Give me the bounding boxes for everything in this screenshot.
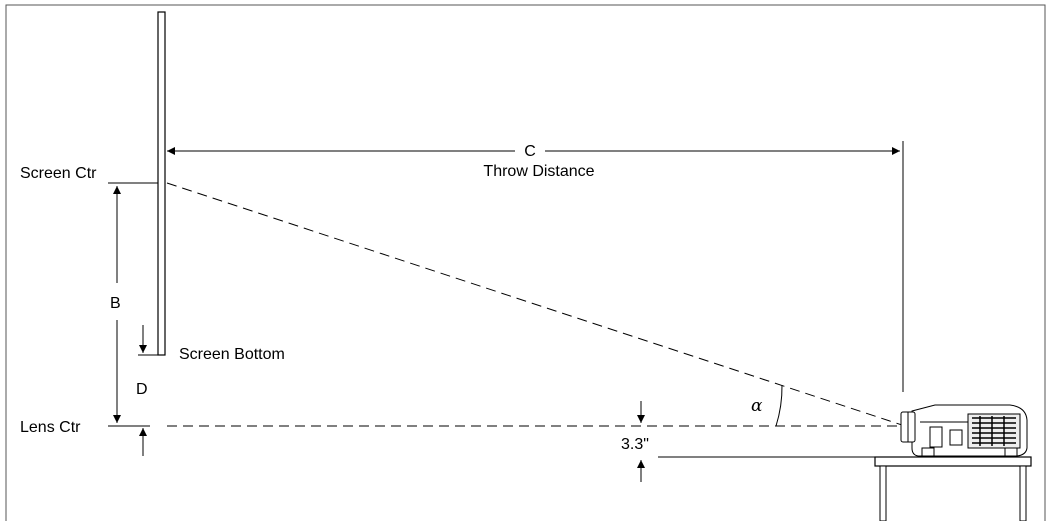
- projector: [900, 404, 1028, 457]
- projection-ray: [166, 182, 906, 427]
- screen-center-label: Screen Ctr: [20, 165, 97, 182]
- dimension-c-label: C: [524, 143, 536, 160]
- screen-bottom-label: Screen Bottom: [179, 346, 285, 363]
- dimension-d-label: D: [136, 381, 148, 398]
- lens-center-label: Lens Ctr: [20, 419, 81, 436]
- lens-offset-label: 3.3": [621, 436, 649, 453]
- angle-alpha-label: α: [751, 396, 763, 416]
- angle-arc: [775, 384, 783, 427]
- throw-distance-label: Throw Distance: [483, 163, 594, 180]
- table: [874, 456, 1032, 521]
- dimension-b-label: B: [110, 295, 121, 312]
- projection-screen: [157, 11, 166, 356]
- diagram-frame: [5, 4, 1046, 521]
